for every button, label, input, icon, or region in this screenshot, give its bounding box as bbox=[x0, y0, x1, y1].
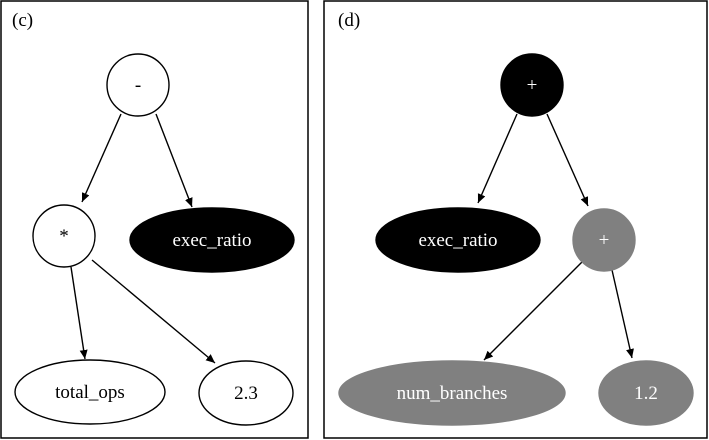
node-exec-ratio-d-label: exec_ratio bbox=[418, 230, 497, 251]
edge-minus-mul bbox=[81, 113, 122, 203]
edge-minus-exec-ratio bbox=[155, 113, 193, 208]
node-1-2-label: 1.2 bbox=[634, 383, 658, 404]
node-minus-label: - bbox=[135, 75, 141, 96]
edge-plus-root-exec-ratio bbox=[477, 113, 518, 204]
node-2-3-label: 2.3 bbox=[234, 383, 258, 404]
node-plus-root: + bbox=[500, 53, 564, 117]
node-num-branches-shape bbox=[338, 360, 566, 426]
edge-plus-root-plus-inner bbox=[546, 113, 589, 207]
node-plus-inner: + bbox=[572, 208, 636, 272]
edge-plus-inner-1-2 bbox=[611, 269, 634, 359]
panel-d: (d) + exec_ratio + num_branches 1.2 bbox=[323, 0, 708, 439]
node-num-branches: num_branches bbox=[338, 360, 566, 426]
node-plus-root-shape bbox=[500, 53, 564, 117]
edge-plus-inner-num-branches bbox=[483, 261, 583, 361]
panel-c-frame bbox=[0, 0, 309, 439]
node-plus-root-label: + bbox=[527, 75, 538, 96]
node-total-ops-label: total_ops bbox=[55, 382, 125, 403]
edge-mul-2-3 bbox=[91, 259, 216, 364]
node-1-2: 1.2 bbox=[598, 360, 694, 426]
node-exec-ratio-c: exec_ratio bbox=[129, 207, 295, 273]
node-num-branches-label: num_branches bbox=[397, 383, 508, 404]
node-1-2-shape bbox=[598, 360, 694, 426]
node-exec-ratio-c-shape bbox=[129, 207, 295, 273]
node-multiply-label: * bbox=[59, 226, 69, 247]
node-multiply-shape bbox=[32, 204, 96, 268]
panel-d-frame bbox=[323, 0, 708, 439]
panel-c-edges bbox=[70, 113, 216, 364]
panel-c-label: (c) bbox=[12, 10, 33, 31]
node-total-ops: total_ops bbox=[14, 359, 166, 425]
node-exec-ratio-d: exec_ratio bbox=[375, 207, 541, 273]
panel-d-edges bbox=[477, 113, 634, 361]
node-multiply: * bbox=[32, 204, 96, 268]
node-2-3: 2.3 bbox=[198, 360, 294, 426]
panel-d-label: (d) bbox=[338, 10, 360, 31]
node-exec-ratio-c-label: exec_ratio bbox=[172, 230, 251, 251]
edge-mul-total-ops bbox=[70, 266, 88, 360]
node-total-ops-shape bbox=[14, 359, 166, 425]
node-minus: - bbox=[106, 53, 170, 117]
node-plus-inner-shape bbox=[572, 208, 636, 272]
node-2-3-shape bbox=[198, 360, 294, 426]
node-exec-ratio-d-shape bbox=[375, 207, 541, 273]
panel-c: (c) - * exec_ratio total_ops 2.3 bbox=[0, 0, 309, 439]
node-minus-shape bbox=[106, 53, 170, 117]
node-plus-inner-label: + bbox=[599, 230, 610, 251]
